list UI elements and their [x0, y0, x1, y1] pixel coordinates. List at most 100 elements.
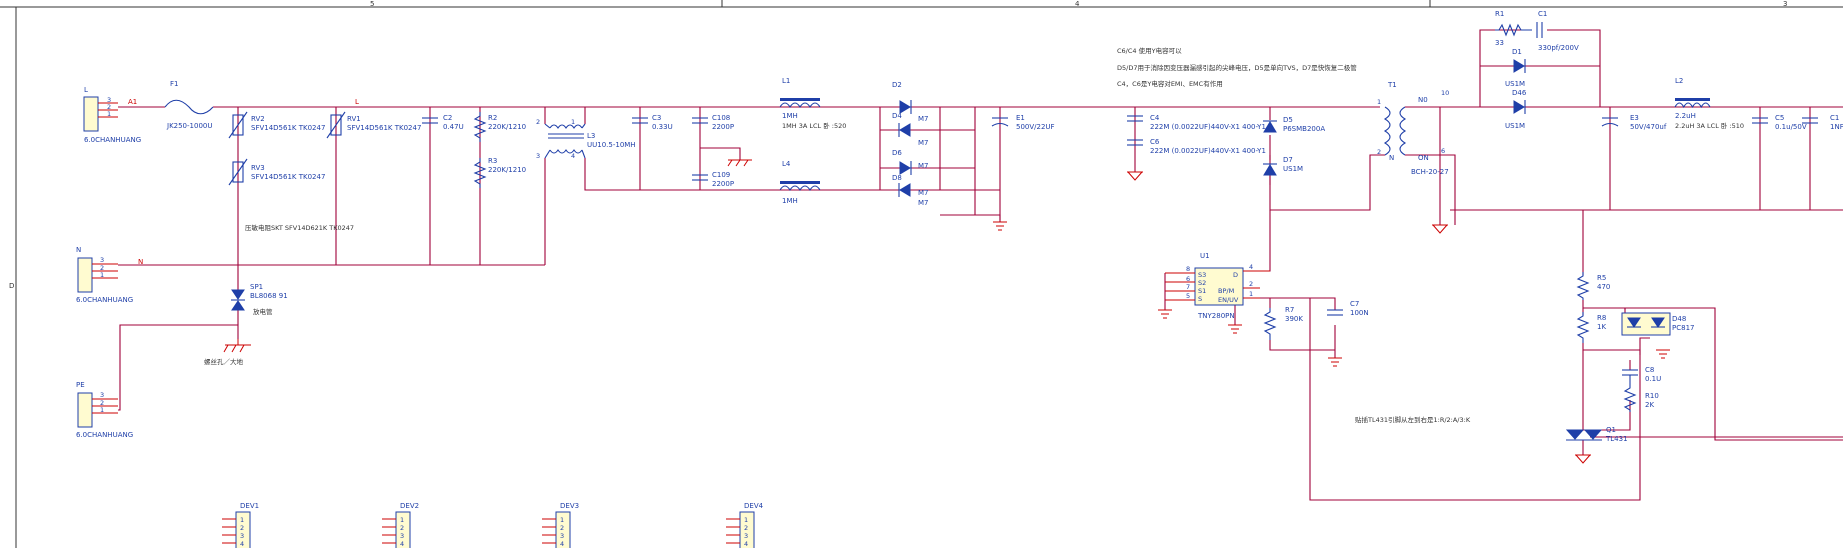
inductor-l4-ref: L4: [782, 160, 791, 168]
pin-number: 3: [100, 391, 104, 399]
pin-number: 1: [744, 516, 748, 524]
pin-number: 2: [240, 524, 244, 532]
diode-d1-ref: D1: [1512, 48, 1522, 56]
pin-number: 1: [100, 271, 104, 279]
header-dev1-ref: DEV1: [240, 502, 259, 510]
transformer-t1: T1 1 2 10 6 N0 ON N BCH-20-27: [1377, 81, 1449, 176]
pin-number: 2: [1377, 148, 1381, 156]
shunt-regulator-q1-ref: Q1: [1606, 426, 1616, 434]
capacitor-e3: E3 50V/470uf: [1601, 114, 1667, 131]
capacitor-e1-ref: E1: [1016, 114, 1025, 122]
pin-number: 1: [107, 110, 111, 118]
zone-label-4: 4: [1075, 0, 1080, 8]
zone-label-3: 3: [1783, 0, 1787, 8]
pin-number: 4: [571, 152, 575, 160]
diode-d7: D7 US1M: [1263, 156, 1303, 176]
pin-number: 3: [560, 532, 564, 540]
tvs-diode-d5: D5 P6SMB200A: [1263, 116, 1325, 133]
connector-l: L 3 2 1 6.0CHANHUANG A1: [83, 86, 141, 144]
capacitor-c6-ref: C6: [1150, 138, 1160, 146]
capacitor-e1-value: 500V/22UF: [1016, 123, 1055, 131]
varistor-rv2-value: SFV14D561K TK0247: [251, 124, 325, 132]
pin-number: 1: [571, 118, 575, 126]
resistor-r5-value: 470: [1597, 283, 1610, 291]
diode-d4-value: M7: [918, 139, 929, 147]
fuse-f1-value: JK250-1000U: [166, 122, 212, 130]
pin-number: 2: [744, 524, 748, 532]
earth-symbol: [223, 339, 251, 353]
diode-d46: D46 US1M: [1505, 89, 1527, 130]
ground-symbol: [1328, 357, 1342, 367]
resistor-r2: R2 220K/1210: [473, 112, 526, 142]
diode-d7-ref: D7: [1283, 156, 1293, 164]
note-emi: C4，C6是Y电容对EMI、EMC有作用: [1117, 79, 1223, 88]
pin-number: 4: [1249, 263, 1253, 271]
connector-pe-ref: PE: [76, 381, 85, 389]
diode-d4-ref: D4: [892, 112, 902, 120]
ground-symbol: [993, 221, 1007, 231]
pin-number: 2: [536, 118, 540, 126]
note-snubber: D5/D7用于消除因变压器漏感引起的尖峰电压，D5是单向TVS，D7是快恢复二极…: [1117, 63, 1357, 72]
capacitor-c2: C2 0.47U: [422, 114, 464, 131]
capacitor-e3-value: 50V/470uf: [1630, 123, 1667, 131]
capacitor-c4-ref: C4: [1150, 114, 1160, 122]
pin-number: 2: [107, 103, 111, 111]
resistor-r3-ref: R3: [488, 157, 497, 165]
pin-number: 1: [1377, 98, 1381, 106]
header-dev4: DEV4 1 2 3 4: [726, 502, 764, 553]
connector-pe-value: 6.0CHANHUANG: [76, 431, 133, 439]
pin-number: 2: [100, 399, 104, 407]
pin-number: 2: [1249, 280, 1253, 288]
capacitor-c11-ref: C1: [1830, 114, 1839, 122]
resistor-r10-value: 2K: [1645, 401, 1654, 409]
pin-number: 1: [240, 516, 244, 524]
net-label-n: N: [138, 258, 143, 266]
resistor-r5-ref: R5: [1597, 274, 1606, 282]
connector-n-value: 6.0CHANHUANG: [76, 296, 133, 304]
pin-number: 4: [400, 540, 404, 548]
ground-symbol: [1127, 171, 1143, 181]
ground-symbols: [223, 159, 1670, 464]
resistor-r1: R1 33: [1495, 10, 1532, 47]
resistor-r8-value: 1K: [1597, 323, 1606, 331]
capacitor-c3-ref: C3: [652, 114, 661, 122]
pin-number: 6: [1441, 147, 1445, 155]
capacitor-c11: C1 1NF: [1802, 114, 1843, 131]
inductor-l2-spec: 2.2uH 3A LCL 卧 :510: [1675, 122, 1744, 130]
connector-pe: PE 3 2 1 6.0CHANHUANG: [76, 381, 133, 439]
pin-number: 3: [240, 532, 244, 540]
capacitor-c1: C1 330pf/200V: [1536, 10, 1579, 52]
capacitor-c1-value: 330pf/200V: [1538, 44, 1579, 52]
resistor-r8-ref: R8: [1597, 314, 1606, 322]
capacitor-c5: C5 0.1u/50V: [1752, 114, 1807, 131]
ic-u1-value: TNY280PN: [1197, 312, 1235, 320]
note-y-capacitor: C6/C4 使用Y电容可以: [1117, 46, 1182, 55]
pin-number: 1: [560, 516, 564, 524]
surge-protector-sp1: SP1 BL8068 91 放电管 螺丝孔／大地: [204, 283, 288, 366]
resistor-r10-ref: R10: [1645, 392, 1659, 400]
ic-pin-label: S: [1198, 295, 1202, 303]
ic-pin-label: BP/M: [1218, 287, 1234, 295]
fuse-f1: F1 JK250-1000U L: [164, 80, 359, 130]
pin-number: 1: [100, 406, 104, 414]
optocoupler-d48-ref: D48: [1672, 315, 1686, 323]
pin-number: 5: [1186, 292, 1190, 300]
capacitor-c108-value: 2200P: [712, 123, 734, 131]
pin-number: 4: [240, 540, 244, 548]
inductor-l4-value: 1MH: [782, 197, 798, 205]
pin-number: 3: [536, 152, 540, 160]
diode-d8: D8 M7 M7: [892, 174, 929, 207]
choke-l3-ref: L3: [587, 132, 595, 140]
ground-symbol: [1228, 324, 1242, 334]
inductor-l1-ref: L1: [782, 77, 790, 85]
transformer-np-label: N0: [1418, 96, 1428, 104]
diode-d4: D4 M7: [892, 112, 929, 147]
earth-symbol: [727, 159, 752, 167]
pin-number: 6: [1186, 275, 1190, 283]
shunt-regulator-q1: Q1 TL431: [1565, 426, 1628, 443]
pin-number: 2: [400, 524, 404, 532]
capacitor-c109-ref: C109: [712, 171, 730, 179]
ground-symbol: [1432, 224, 1448, 234]
diode-d6-ref: D6: [892, 149, 902, 157]
capacitor-e1: E1 500V/22UF: [991, 114, 1055, 131]
